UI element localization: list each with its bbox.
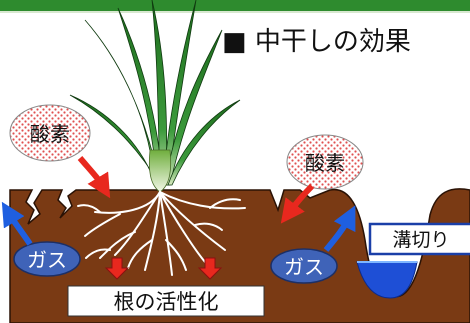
header-bar <box>0 0 470 12</box>
gas-label-right: ガス <box>284 255 324 279</box>
gas-bubble-left: ガス <box>13 241 81 277</box>
oxygen-label-right: 酸素 <box>305 151 345 175</box>
gas-bubble-right: ガス <box>270 248 338 284</box>
gas-label-left: ガス <box>27 248 67 272</box>
oxygen-bubble-left: 酸素 <box>9 104 91 162</box>
blue-arrow-icon <box>1 201 33 246</box>
oxygen-label-left: 酸素 <box>30 122 70 146</box>
ditch-water <box>356 261 418 299</box>
oxygen-bubble-right: 酸素 <box>286 134 364 190</box>
red-arrow-icon <box>197 257 223 280</box>
red-arrow-icon <box>104 257 130 280</box>
rice-plant-icon <box>69 0 241 193</box>
root-activation-box <box>67 285 265 317</box>
ditch-label-box <box>368 222 470 256</box>
root-activation-label: 根の活性化 <box>114 290 219 314</box>
red-arrow-icon <box>280 183 315 224</box>
roots-icon <box>77 191 246 276</box>
blue-arrow-icon <box>323 205 356 252</box>
red-arrow-icon <box>77 156 111 199</box>
drainage-ditch-label: 溝切り <box>392 229 449 251</box>
page-title: ■ 中干しの効果 <box>222 27 411 57</box>
